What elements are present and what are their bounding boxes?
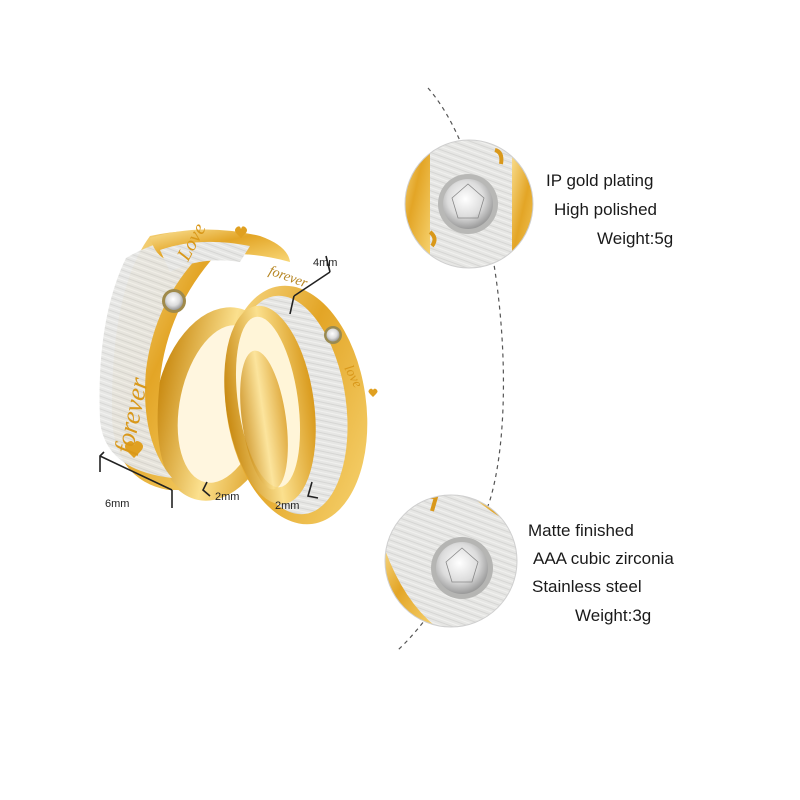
heart-icon (368, 388, 378, 397)
heart-icon (235, 226, 247, 238)
large-ring-thickness-label: 2mm (215, 491, 240, 503)
spec-cubic-zirconia: AAA cubic zirconia (533, 549, 674, 568)
spec-ip-gold-plating: IP gold plating (546, 171, 654, 190)
spec-weight-bottom: Weight:3g (575, 606, 652, 625)
small-ring-thickness-label: 2mm (275, 500, 300, 512)
bottom-detail-zoom (385, 495, 517, 627)
spec-matte-finished: Matte finished (528, 521, 634, 540)
heart-icon (125, 441, 143, 458)
spec-weight-top: Weight:5g (597, 229, 674, 248)
small-ring-width-label: 4mm (313, 257, 338, 269)
spec-stainless-steel: Stainless steel (532, 577, 642, 596)
dimension-brackets (99, 255, 331, 508)
small-ring (224, 285, 378, 525)
top-detail-zoom (405, 140, 533, 268)
large-ring-width-label: 6mm (105, 498, 130, 510)
spec-high-polished: High polished (554, 200, 658, 219)
